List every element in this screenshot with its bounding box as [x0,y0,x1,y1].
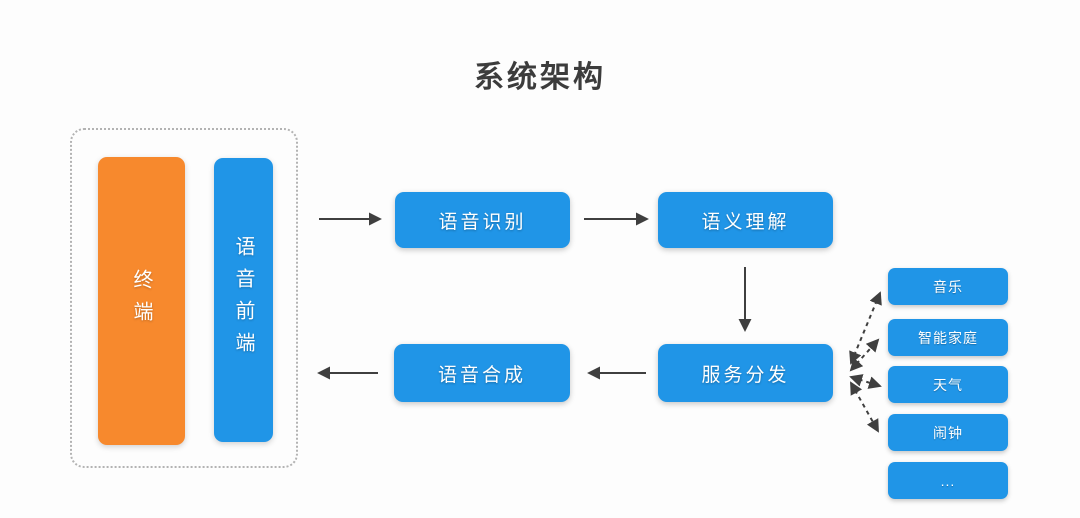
node-service-smart-home: 智能家庭 [888,319,1008,356]
node-service-more-label: ... [940,472,956,489]
node-terminal: 终端 [98,157,185,445]
arrow-dispatch-to-music [849,291,882,365]
node-speech-recognition: 语音识别 [395,192,570,248]
node-service-alarm-label: 闹钟 [933,424,963,441]
arrow-dispatch-to-smart-home [849,338,880,372]
node-service-music-label: 音乐 [933,278,963,295]
node-service-weather: 天气 [888,366,1008,403]
node-semantic-understanding-label: 语义理解 [701,211,790,233]
frontend-group-container: 终端 语音前端 [70,128,298,468]
arrow-dispatch-to-weather [849,374,882,389]
node-service-weather-label: 天气 [933,376,963,393]
node-service-alarm: 闹钟 [888,414,1008,451]
node-service-dispatch-label: 服务分发 [701,364,790,386]
node-voice-frontend: 语音前端 [214,158,273,442]
node-speech-synthesis: 语音合成 [394,344,570,402]
node-service-music: 音乐 [888,268,1008,305]
arrow-dispatch-to-alarm [850,381,879,433]
node-voice-frontend-label: 语音前端 [232,236,254,364]
page-title: 系统架构 [474,61,606,94]
node-terminal-label: 终端 [130,269,152,333]
node-speech-synthesis-label: 语音合成 [437,364,526,386]
node-speech-recognition-label: 语音识别 [438,211,527,233]
node-service-smart-home-label: 智能家庭 [918,329,978,346]
node-semantic-understanding: 语义理解 [658,192,833,248]
node-service-more: ... [888,462,1008,499]
node-service-dispatch: 服务分发 [658,344,833,402]
